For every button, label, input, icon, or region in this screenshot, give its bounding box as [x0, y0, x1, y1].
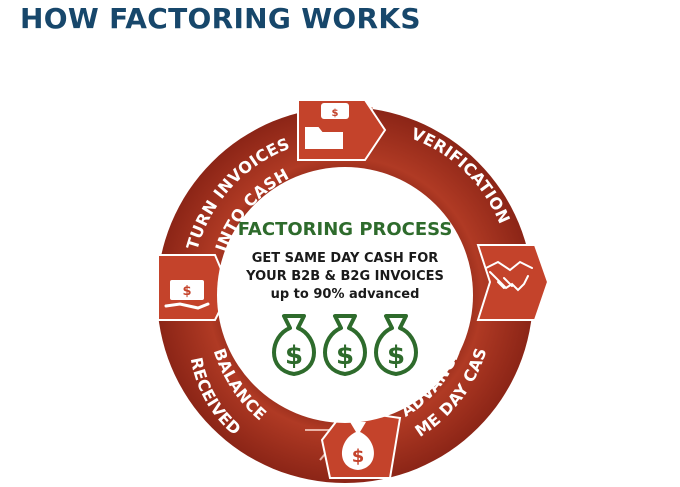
center-title: FACTORING PROCESS: [238, 219, 453, 240]
money-bag-right-icon: $: [374, 314, 418, 376]
money-bag-icon: $: [342, 422, 374, 470]
handshake-icon: [485, 260, 533, 292]
center-line-1: GET SAME DAY CASH FOR: [252, 251, 439, 266]
svg-text:$: $: [332, 108, 339, 119]
three-money-bags-icon: $ $ $: [272, 314, 418, 376]
page-title: HOW FACTORING WORKS: [20, 2, 421, 35]
center-disc: [217, 167, 473, 423]
svg-text:$: $: [336, 341, 354, 371]
svg-text:$: $: [352, 446, 365, 467]
svg-text:$: $: [285, 341, 303, 371]
hand-with-cash-icon: $: [164, 280, 210, 310]
money-bag-left-icon: $: [272, 314, 316, 376]
center-line-2: YOUR B2B & B2G INVOICES: [245, 269, 444, 284]
center-line-3: up to 90% advanced: [271, 287, 420, 302]
invoice-folder-icon: $: [305, 103, 349, 149]
svg-text:$: $: [182, 284, 191, 299]
money-bag-middle-icon: $: [323, 314, 367, 376]
svg-text:$: $: [387, 341, 405, 371]
